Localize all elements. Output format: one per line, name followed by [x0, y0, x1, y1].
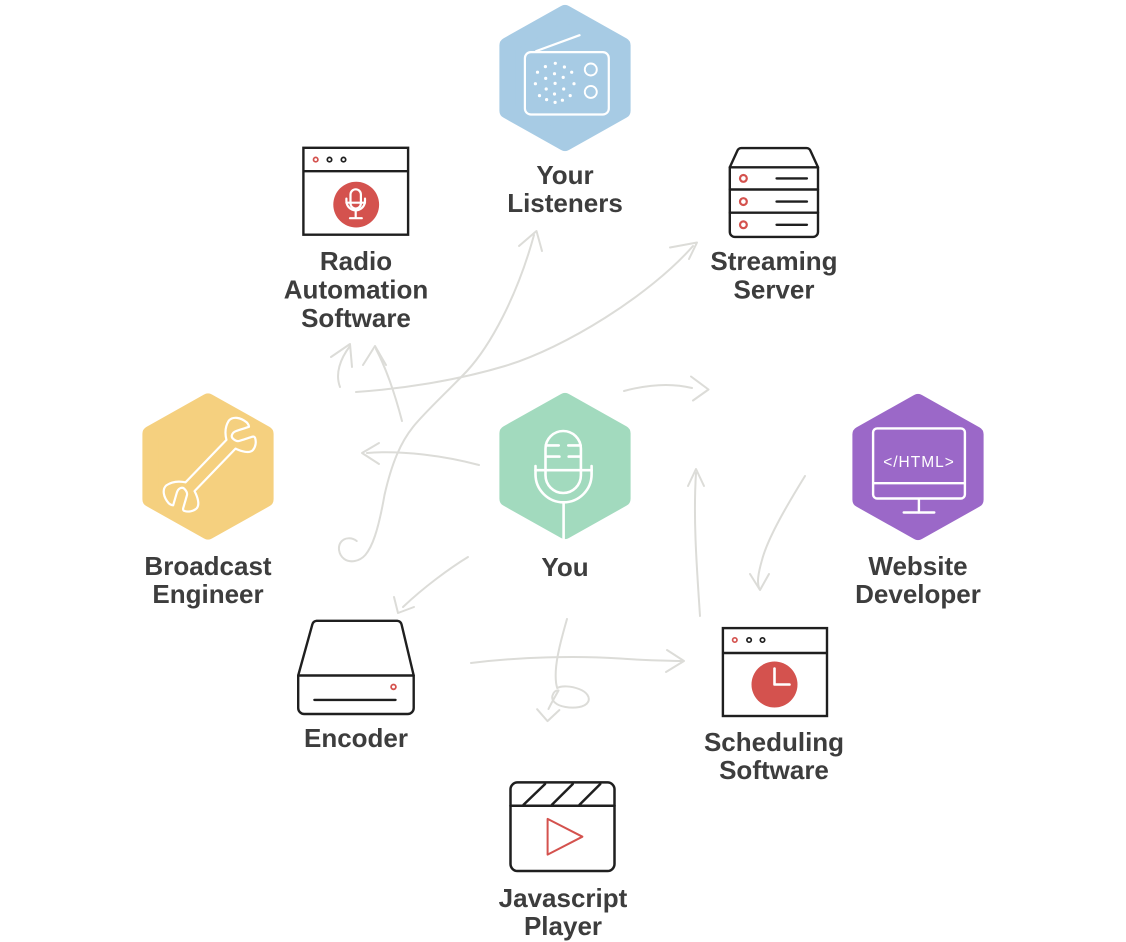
svg-text:Engineer: Engineer [152, 579, 263, 609]
svg-text:Your: Your [536, 160, 593, 190]
svg-text:Javascript: Javascript [499, 883, 628, 913]
svg-text:Radio: Radio [320, 246, 392, 276]
svg-text:You: You [541, 552, 588, 582]
svg-text:Player: Player [524, 911, 602, 941]
svg-text:Website: Website [868, 551, 967, 581]
svg-text:Listeners: Listeners [507, 188, 623, 218]
svg-text:Server: Server [734, 275, 815, 305]
svg-text:Developer: Developer [855, 579, 981, 609]
svg-text:Streaming: Streaming [710, 246, 837, 276]
svg-text:Encoder: Encoder [304, 723, 408, 753]
svg-text:Scheduling: Scheduling [704, 727, 844, 757]
svg-text:</HTML>: </HTML> [883, 454, 955, 471]
svg-text:Software: Software [301, 303, 411, 333]
svg-text:Software: Software [719, 755, 829, 785]
svg-text:Automation: Automation [284, 275, 428, 305]
svg-text:Broadcast: Broadcast [144, 551, 271, 581]
